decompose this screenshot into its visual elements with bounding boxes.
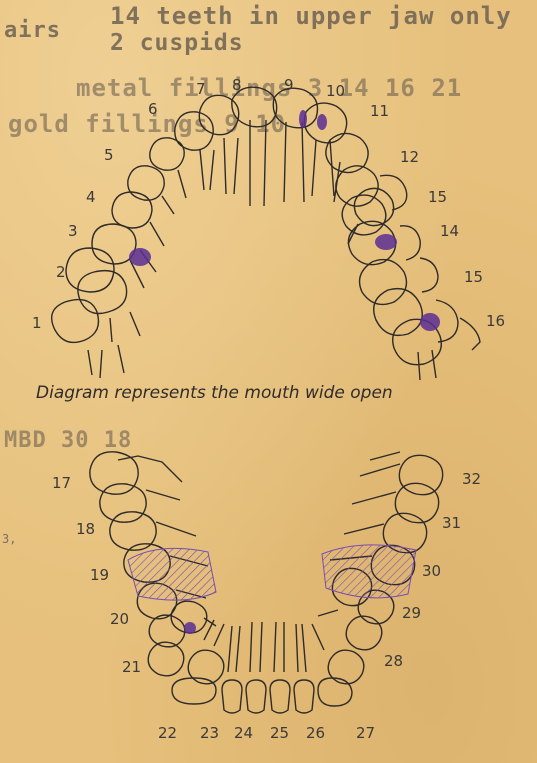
upper-number-10: 10 — [326, 82, 345, 100]
lower-number-17: 17 — [52, 474, 71, 492]
upper-number-13: 15 — [428, 188, 447, 206]
upper-arch — [52, 87, 480, 380]
upper-number-14: 14 — [440, 222, 459, 240]
lower-number-29: 29 — [402, 604, 421, 622]
upper-number-3: 3 — [68, 222, 78, 240]
lower-number-26: 26 — [306, 724, 325, 742]
lower-number-23: 23 — [200, 724, 219, 742]
lower-number-32: 32 — [462, 470, 481, 488]
upper-number-9: 9 — [284, 76, 294, 94]
lower-number-21: 21 — [122, 658, 141, 676]
upper-number-2: 2 — [56, 263, 66, 281]
lower-number-28: 28 — [384, 652, 403, 670]
upper-number-1: 1 — [32, 314, 42, 332]
upper-number-15: 15 — [464, 268, 483, 286]
lower-number-31: 31 — [442, 514, 461, 532]
upper-number-12: 12 — [400, 148, 419, 166]
upper-number-16: 16 — [486, 312, 505, 330]
lower-number-20: 20 — [110, 610, 129, 628]
lower-number-25: 25 — [270, 724, 289, 742]
hatched-filling-left — [128, 548, 216, 600]
upper-number-8: 8 — [232, 76, 242, 94]
upper-number-6: 6 — [148, 100, 158, 118]
lower-number-19: 19 — [90, 566, 109, 584]
lower-number-18: 18 — [76, 520, 95, 538]
lower-number-30: 30 — [422, 562, 441, 580]
upper-number-4: 4 — [86, 188, 96, 206]
lower-number-22: 22 — [158, 724, 177, 742]
upper-number-5: 5 — [104, 146, 114, 164]
lower-number-27: 27 — [356, 724, 375, 742]
diagram-caption: Diagram represents the mouth wide open — [36, 383, 393, 403]
upper-number-7: 7 — [196, 80, 206, 98]
hatched-filling-right — [322, 545, 416, 598]
lower-number-24: 24 — [234, 724, 253, 742]
upper-number-11: 11 — [370, 102, 389, 120]
